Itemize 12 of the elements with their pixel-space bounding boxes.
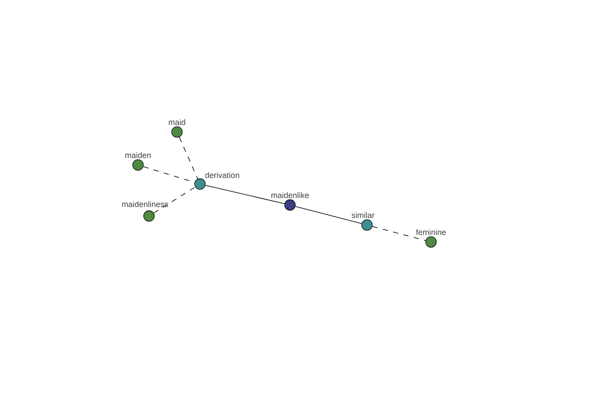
node-label: maiden [125, 152, 151, 158]
node-label: feminine [416, 229, 446, 236]
node-label: maid [168, 119, 186, 126]
node-label: derivation [205, 172, 240, 178]
connector-line [178, 136, 198, 180]
node-label: maidenliness [122, 201, 168, 208]
connector-line [295, 206, 362, 224]
node-label: maidenlike [271, 192, 309, 198]
connector-line [372, 226, 426, 241]
node-label: similar [352, 212, 374, 218]
connector-line [153, 186, 196, 214]
connector-line [205, 184, 285, 204]
